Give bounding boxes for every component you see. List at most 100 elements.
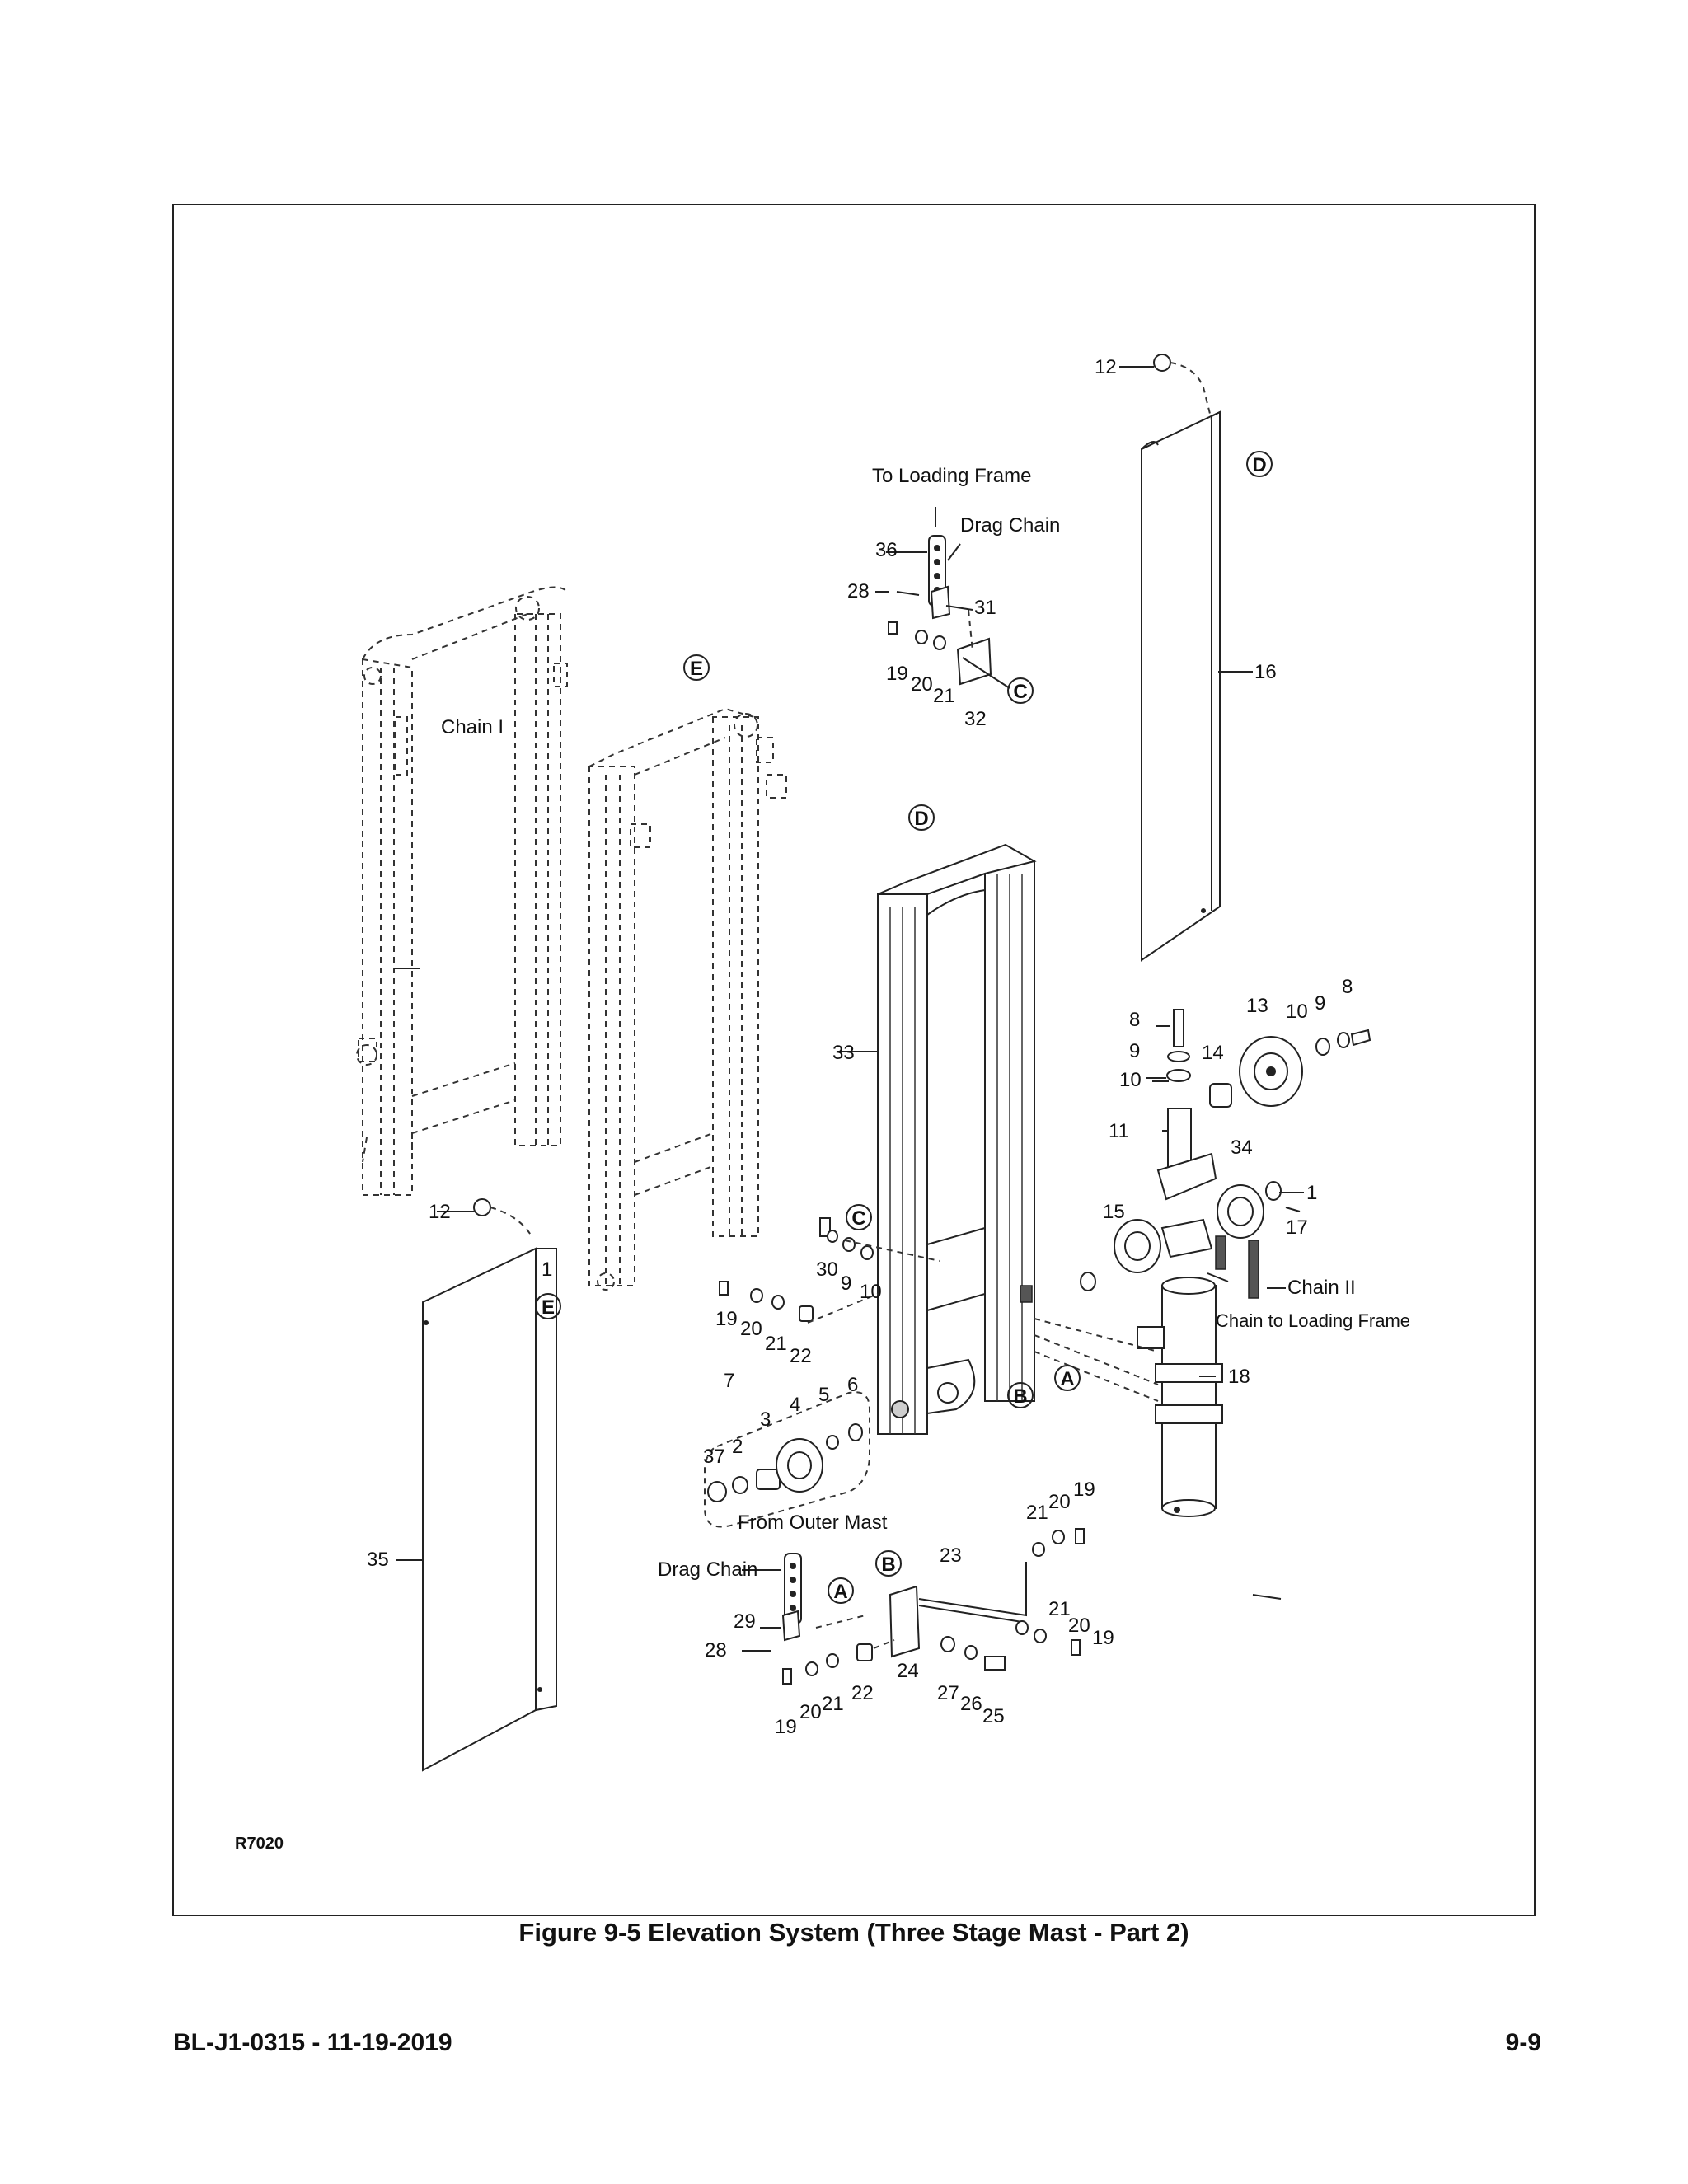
cover-panel-16	[1141, 410, 1221, 962]
fastener-set	[473, 354, 1171, 1685]
inner-mast-33	[877, 843, 1037, 1435]
callout-e-panel: E	[535, 1293, 561, 1319]
drag-chain-bottom-label: Drag Chain	[658, 1558, 757, 1581]
part-13: 13	[1246, 995, 1268, 1017]
callout-b-bottom: B	[875, 1550, 902, 1577]
part-21-top: 21	[933, 685, 955, 707]
part-24: 24	[897, 1660, 919, 1682]
svg-text:C: C	[1013, 681, 1027, 703]
from-outer-mast-label: From Outer Mast	[738, 1511, 888, 1534]
part-20-mid: 20	[740, 1318, 762, 1340]
annotations: To Loading Frame Drag Chain Chain I Chai…	[441, 465, 1410, 1581]
svg-text:D: D	[1252, 454, 1266, 476]
part-17: 17	[1286, 1216, 1308, 1239]
part-12-top: 12	[1095, 356, 1117, 378]
connection-lines	[490, 362, 1212, 1649]
part-37: 37	[703, 1446, 725, 1468]
part-35: 35	[367, 1549, 389, 1571]
part-9-mid: 9	[841, 1272, 851, 1295]
part-21-r1: 21	[1026, 1502, 1048, 1524]
part-8-left: 8	[1129, 1009, 1140, 1031]
figure-frame	[172, 204, 1536, 1916]
drag-chain-top-label: Drag Chain	[960, 514, 1060, 537]
part-28-top: 28	[847, 580, 870, 602]
svg-text:B: B	[1013, 1385, 1027, 1408]
part-9-left: 9	[1129, 1040, 1140, 1062]
callout-c-mid: C	[846, 1204, 872, 1230]
part-1: 1	[1306, 1182, 1317, 1204]
svg-text:C: C	[851, 1207, 865, 1230]
part-31: 31	[974, 597, 996, 619]
part-30: 30	[816, 1258, 838, 1281]
part-29: 29	[734, 1610, 756, 1633]
part-number-labels: 12 16 36 28 31 19 20 21 32 8 9 10 11 13 …	[367, 356, 1353, 1738]
sheave-assembly	[1080, 1009, 1372, 1299]
sheave-group-7	[704, 1391, 870, 1528]
part-32: 32	[964, 708, 987, 730]
footer-document-id: BL-J1-0315 - 11-19-2019	[173, 2029, 452, 2056]
part-1-left: 1	[542, 1258, 552, 1281]
part-8-right: 8	[1342, 976, 1353, 998]
part-20-r1: 20	[1048, 1491, 1071, 1513]
intermediate-mast-phantom	[588, 707, 787, 1291]
callout-a-mast: A	[1054, 1365, 1081, 1391]
part-10-mid: 10	[860, 1281, 882, 1303]
part-25: 25	[982, 1705, 1005, 1727]
part-11: 11	[1109, 1120, 1129, 1142]
callout-d-mast: D	[908, 804, 935, 831]
drag-chain-bracket-top	[888, 535, 992, 686]
part-12-left: 12	[429, 1201, 451, 1223]
chain-to-loading-frame-label: Chain to Loading Frame	[1216, 1310, 1410, 1331]
part-18: 18	[1228, 1366, 1250, 1388]
part-10-right: 10	[1286, 1001, 1308, 1023]
part-36: 36	[875, 539, 898, 561]
part-16: 16	[1254, 661, 1277, 683]
part-27: 27	[937, 1682, 959, 1704]
part-20-top: 20	[911, 673, 933, 696]
part-14: 14	[1202, 1042, 1224, 1064]
callout-c-top: C	[1007, 677, 1034, 704]
part-19-r1: 19	[1073, 1479, 1095, 1501]
part-20-bottom: 20	[799, 1701, 822, 1723]
part-21-bottom: 21	[822, 1693, 844, 1715]
callout-b-mast: B	[1007, 1382, 1034, 1408]
part-19-top: 19	[886, 663, 908, 685]
part-3: 3	[760, 1408, 771, 1431]
part-33: 33	[832, 1042, 855, 1064]
callout-a-bottom: A	[828, 1577, 854, 1604]
callout-d-top: D	[1246, 451, 1273, 477]
figure-caption: Figure 9-5 Elevation System (Three Stage…	[518, 1918, 1189, 1947]
leader-lines	[394, 366, 1304, 1652]
part-34: 34	[1231, 1137, 1253, 1159]
part-22-bottom: 22	[851, 1682, 874, 1704]
part-21-r2: 21	[1048, 1598, 1071, 1620]
part-19-mid: 19	[715, 1308, 738, 1330]
cover-panel-35	[422, 1247, 557, 1772]
to-loading-frame-label: To Loading Frame	[872, 465, 1031, 487]
part-7: 7	[724, 1370, 734, 1392]
outer-mast-phantom	[356, 586, 570, 1196]
chain-2-label: Chain II	[1287, 1277, 1356, 1299]
part-15: 15	[1103, 1201, 1125, 1223]
callout-e-top: E	[683, 654, 710, 681]
svg-text:B: B	[881, 1554, 895, 1576]
svg-text:A: A	[1060, 1368, 1074, 1390]
footer-page-number: 9-9	[1506, 2029, 1541, 2056]
part-21-mid: 21	[765, 1333, 787, 1355]
chain-1-label: Chain I	[441, 716, 504, 738]
frame-code: R7020	[235, 1835, 284, 1853]
part-9-right: 9	[1315, 992, 1325, 1015]
svg-text:A: A	[833, 1581, 847, 1603]
drag-chain-bracket-bottom	[781, 1553, 1027, 1676]
lift-cylinder-18	[1137, 1277, 1223, 1517]
svg-text:E: E	[690, 658, 703, 680]
svg-text:E: E	[542, 1296, 555, 1319]
part-22-mid: 22	[790, 1345, 812, 1367]
part-26: 26	[960, 1693, 982, 1715]
part-4: 4	[790, 1394, 800, 1416]
part-19-bottom: 19	[775, 1716, 797, 1738]
part-19-r2: 19	[1092, 1627, 1114, 1649]
part-2: 2	[732, 1436, 743, 1458]
part-23: 23	[940, 1544, 962, 1567]
